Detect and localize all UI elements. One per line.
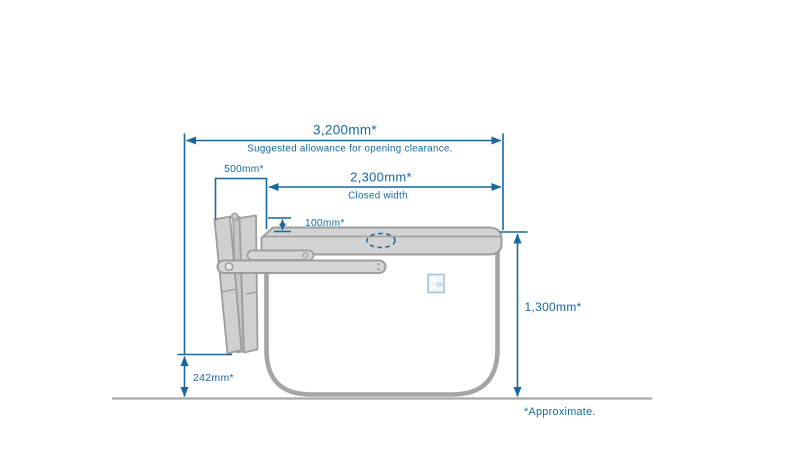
- closed-cover: [260, 226, 503, 256]
- dim-closed-width: 2,300mm* Closed width: [268, 170, 502, 202]
- approximate-footnote: *Approximate.: [524, 406, 596, 418]
- lifter-main-arm: [216, 259, 387, 274]
- dim-opening-clearance: 3,200mm* Suggested allowance for opening…: [183, 123, 504, 354]
- upper-arm-pivot: [302, 252, 309, 259]
- panel-left: [213, 215, 243, 355]
- dim-opening-clearance-note: Suggested allowance for opening clearanc…: [247, 144, 452, 155]
- cover-callout-ellipse: [366, 232, 396, 249]
- dimension-annotations: 3,200mm* Suggested allowance for opening…: [177, 123, 596, 418]
- dim-overall-height-label: 1,300mm*: [525, 300, 582, 314]
- control-panel-window: [430, 277, 438, 282]
- dim-overall-height: 1,300mm*: [500, 231, 582, 397]
- dim-closed-width-note: Closed width: [348, 191, 408, 202]
- panel-left-fold-line: [221, 288, 237, 293]
- control-panel-box: [427, 273, 445, 294]
- dim-opening-clearance-label: 3,200mm*: [313, 123, 377, 138]
- dim-cover-rise-label: 100mm*: [305, 218, 345, 229]
- control-panel-window-small: [430, 286, 434, 290]
- main-arm-fixing-dot-top: [377, 263, 380, 266]
- dim-folded-width: 500mm*: [214, 164, 268, 229]
- dim-folded-width-bracket: [214, 177, 268, 229]
- closed-cover-shape: [260, 226, 503, 256]
- dim-cover-rise: 100mm*: [268, 217, 345, 233]
- main-arm-pivot: [224, 262, 234, 272]
- dim-ground-clearance: 242mm*: [177, 353, 234, 397]
- control-panel-button-right: [440, 282, 444, 287]
- dim-folded-width-label: 500mm*: [224, 164, 264, 175]
- lifter-mechanism: [216, 249, 387, 274]
- panel-top-pivot-knob: [230, 212, 239, 221]
- dim-closed-width-label: 2,300mm*: [350, 170, 412, 185]
- panel-right-fold-line: [245, 291, 257, 295]
- main-arm-fixing-dot-bottom: [377, 268, 380, 271]
- folded-cover-panels: [213, 212, 259, 355]
- artwork: [112, 212, 652, 400]
- dim-ground-clearance-label: 242mm*: [193, 372, 234, 384]
